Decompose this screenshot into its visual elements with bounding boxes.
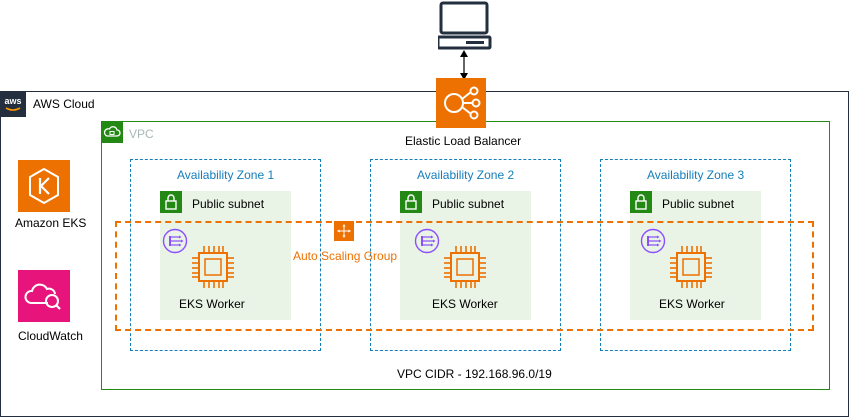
node-group-icon bbox=[640, 228, 666, 254]
public-subnet-2-label: Public subnet bbox=[432, 197, 505, 211]
eks-worker-2-label: EKS Worker bbox=[432, 297, 498, 311]
eks-worker-1-label: EKS Worker bbox=[179, 297, 245, 311]
aws-cloud-group bbox=[0, 91, 849, 417]
auto-scaling-icon bbox=[334, 221, 354, 241]
eks-worker-3-label: EKS Worker bbox=[659, 297, 725, 311]
aws-logo-text: aws bbox=[4, 96, 21, 106]
availability-zone-2 bbox=[370, 159, 561, 351]
aws-cloud-label: AWS Cloud bbox=[33, 97, 95, 111]
vpc-label: VPC bbox=[129, 127, 154, 141]
auto-scaling-group-label: Auto Scaling Group bbox=[293, 249, 398, 263]
ec2-instance-icon bbox=[192, 246, 234, 288]
vpc-cloud-icon bbox=[101, 121, 123, 143]
client-computer-icon bbox=[438, 1, 492, 50]
public-subnet-1-label: Public subnet bbox=[192, 197, 265, 211]
node-group-icon bbox=[162, 228, 188, 254]
public-subnet-3-label: Public subnet bbox=[662, 197, 735, 211]
amazon-eks-icon bbox=[18, 160, 70, 212]
auto-scaling-group bbox=[115, 221, 814, 331]
availability-zone-1-label: Availability Zone 1 bbox=[177, 168, 275, 182]
amazon-eks-label: Amazon EKS bbox=[15, 216, 87, 230]
ec2-instance-icon bbox=[444, 246, 486, 288]
cloudwatch-label: CloudWatch bbox=[18, 329, 83, 343]
availability-zone-3-label: Availability Zone 3 bbox=[647, 168, 745, 182]
subnet-lock-icon bbox=[630, 191, 652, 213]
elastic-load-balancer-icon bbox=[436, 78, 486, 128]
cloudwatch-icon bbox=[18, 270, 70, 322]
availability-zone-1 bbox=[130, 159, 321, 351]
availability-zone-2-label: Availability Zone 2 bbox=[417, 168, 515, 182]
ec2-instance-icon bbox=[670, 246, 712, 288]
vpc-cidr-label: VPC CIDR - 192.168.96.0/19 bbox=[397, 367, 552, 381]
subnet-lock-icon bbox=[160, 191, 182, 213]
availability-zone-3 bbox=[600, 159, 791, 351]
node-group-icon bbox=[414, 228, 440, 254]
subnet-lock-icon bbox=[400, 191, 422, 213]
elastic-load-balancer-label: Elastic Load Balancer bbox=[405, 134, 522, 148]
connection-arrow bbox=[460, 50, 468, 80]
aws-logo-icon: aws bbox=[0, 91, 26, 117]
